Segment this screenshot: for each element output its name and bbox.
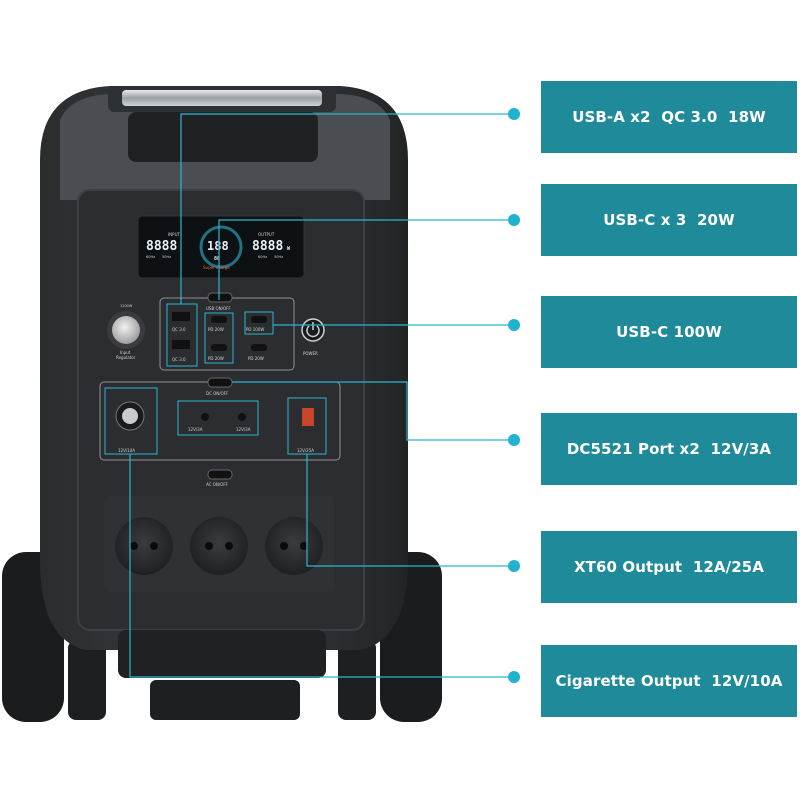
- carry-handle: [108, 86, 336, 162]
- lower-handle: [118, 630, 326, 678]
- port-pd-3: PD 20W: [248, 356, 264, 361]
- power-label: POWER: [303, 351, 318, 356]
- leader-lines: [129, 113, 514, 678]
- callout-cigarette: Cigarette Output 12V/10A: [541, 645, 797, 717]
- port-pd-1: PD 20W: [208, 327, 224, 332]
- usb-switch-label: USB ON/OFF: [206, 306, 231, 311]
- callout-usb-c-20w: USB-C x 3 20W: [541, 184, 797, 256]
- ac-switch[interactable]: AC ON/OFF: [206, 469, 233, 487]
- xt60-label: 12V/25A: [297, 448, 314, 453]
- port-qc-top: QC 3.0: [172, 327, 186, 332]
- lcd-output-value: 8888: [252, 239, 283, 254]
- port-pd-100: PD 100W: [246, 327, 264, 332]
- lcd-display: INPUT OUTPUT 8888 8888 W 60Hz 50Hz 60Hz …: [137, 215, 305, 279]
- callout-dc5521-text: DC5521 Port x2 12V/3A: [566, 440, 772, 458]
- callout-usb-c-100w: USB-C 100W: [541, 296, 797, 368]
- power-icon: [306, 325, 320, 338]
- dc-switch[interactable]: [207, 377, 233, 388]
- dial-label-1: Input: [120, 350, 131, 355]
- dc-right-label: 12V/3A: [236, 427, 251, 432]
- ac-socket-3: [265, 517, 323, 575]
- lcd-super-charge: Super charge: [203, 265, 230, 270]
- callout-usb-c-20w-text: USB-C x 3 20W: [603, 211, 735, 229]
- lcd-hz-right-b: 50Hz: [274, 255, 283, 259]
- lcd-hz-left-b: 50Hz: [162, 255, 171, 259]
- callout-dc5521: DC5521 Port x2 12V/3A: [541, 413, 797, 485]
- input-regulator-dial[interactable]: 1200W Input Regulator: [107, 304, 145, 360]
- dc-module: DC ON/OFF 12V/10A 12V/3A 12V/3A 12V/25A: [99, 377, 341, 461]
- dc-switch-label: DC ON/OFF: [206, 391, 229, 396]
- ac-switch-label: AC ON/OFF: [206, 482, 229, 487]
- dial-label-2: Regulator: [116, 355, 136, 360]
- lcd-input-label: INPUT: [168, 232, 181, 237]
- lcd-center-value: 188: [207, 239, 229, 253]
- ac-sockets: [104, 496, 334, 592]
- ac-socket-1: [115, 517, 173, 575]
- callout-usb-c-100w-text: USB-C 100W: [616, 323, 722, 341]
- usb-module: USB ON/OFF QC 3.0 QC 3.0 PD 20W PD 20W P…: [159, 292, 295, 371]
- lcd-input-value: 8888: [146, 239, 177, 254]
- ac-socket-2: [190, 517, 248, 575]
- lcd-center-sub: 88: [214, 256, 220, 262]
- lcd-unit: W: [287, 246, 291, 252]
- port-qc-bottom: QC 3.0: [172, 357, 186, 362]
- cig-label: 12V/10A: [118, 448, 135, 453]
- callout-cigarette-text: Cigarette Output 12V/10A: [555, 672, 783, 690]
- leader-dots: [508, 108, 520, 683]
- callout-usb-a-text: USB-A x2 QC 3.0 18W: [572, 108, 766, 126]
- dc-left-label: 12V/3A: [188, 427, 203, 432]
- callout-xt60: XT60 Output 12A/25A: [541, 531, 797, 603]
- callout-xt60-text: XT60 Output 12A/25A: [574, 558, 764, 576]
- usb-switch[interactable]: [207, 292, 233, 303]
- callout-usb-a: USB-A x2 QC 3.0 18W: [541, 81, 797, 153]
- lcd-output-label: OUTPUT: [258, 232, 275, 237]
- lcd-hz-right-a: 60Hz: [258, 255, 267, 259]
- lcd-hz-left-a: 60Hz: [146, 255, 155, 259]
- dial-max-label: 1200W: [120, 304, 133, 308]
- port-pd-2: PD 20W: [208, 356, 224, 361]
